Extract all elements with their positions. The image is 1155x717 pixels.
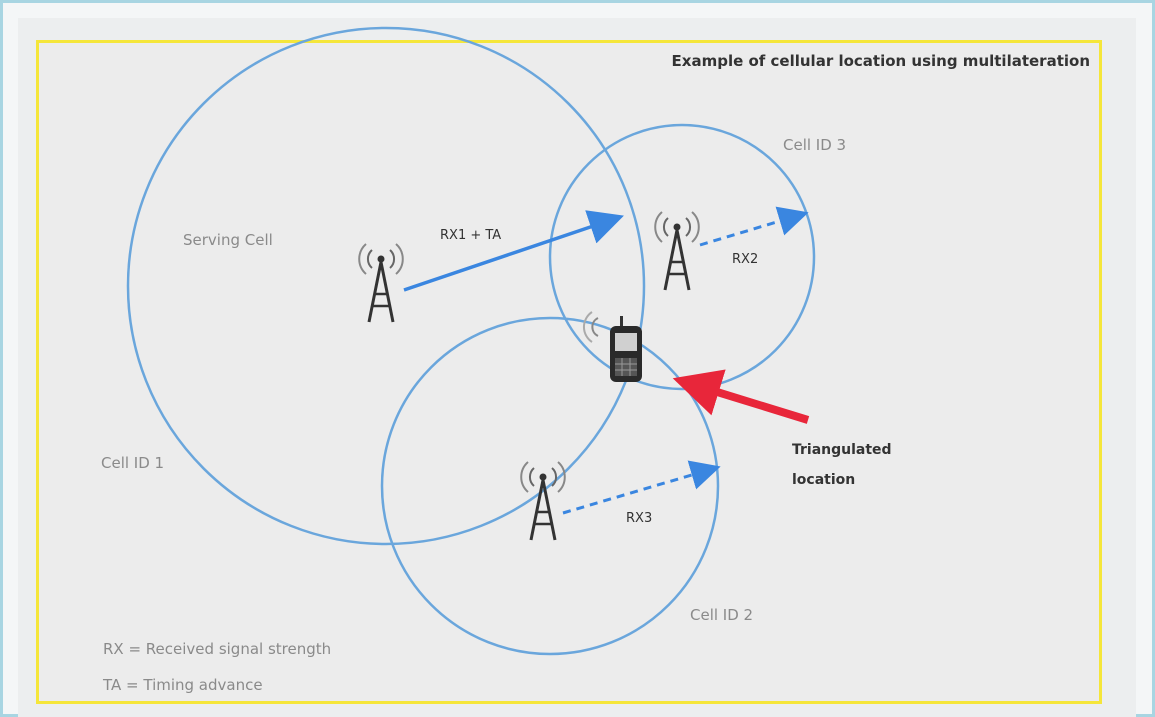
mobile-phone-icon (583, 311, 642, 382)
triangulated-label-line2: location (792, 472, 855, 488)
rx3-label: RX3 (626, 511, 652, 526)
cell-id-2-label: Cell ID 2 (690, 606, 753, 624)
serving-cell-label: Serving Cell (183, 231, 273, 249)
triangulated-location-arrow (672, 369, 810, 424)
legend-ta: TA = Timing advance (102, 676, 263, 694)
diagram-panel (36, 40, 1102, 704)
rx2-label: RX2 (732, 252, 758, 267)
diagram-title: Example of cellular location using multi… (672, 52, 1090, 70)
triangulated-label-line1: Triangulated (792, 442, 892, 458)
rx2-arrow (699, 206, 809, 247)
legend-rx: RX = Received signal strength (103, 640, 331, 658)
cell-id-1-circle (126, 26, 646, 546)
cell-id-3-label: Cell ID 3 (783, 136, 846, 154)
cell-id-1-label: Cell ID 1 (101, 454, 164, 472)
rx1-ta-arrow (403, 210, 624, 292)
serving-cell-tower-icon (357, 242, 405, 324)
cell-3-tower-icon (653, 210, 701, 292)
rx3-arrow (562, 460, 721, 515)
rx1-ta-label: RX1 + TA (440, 228, 501, 243)
